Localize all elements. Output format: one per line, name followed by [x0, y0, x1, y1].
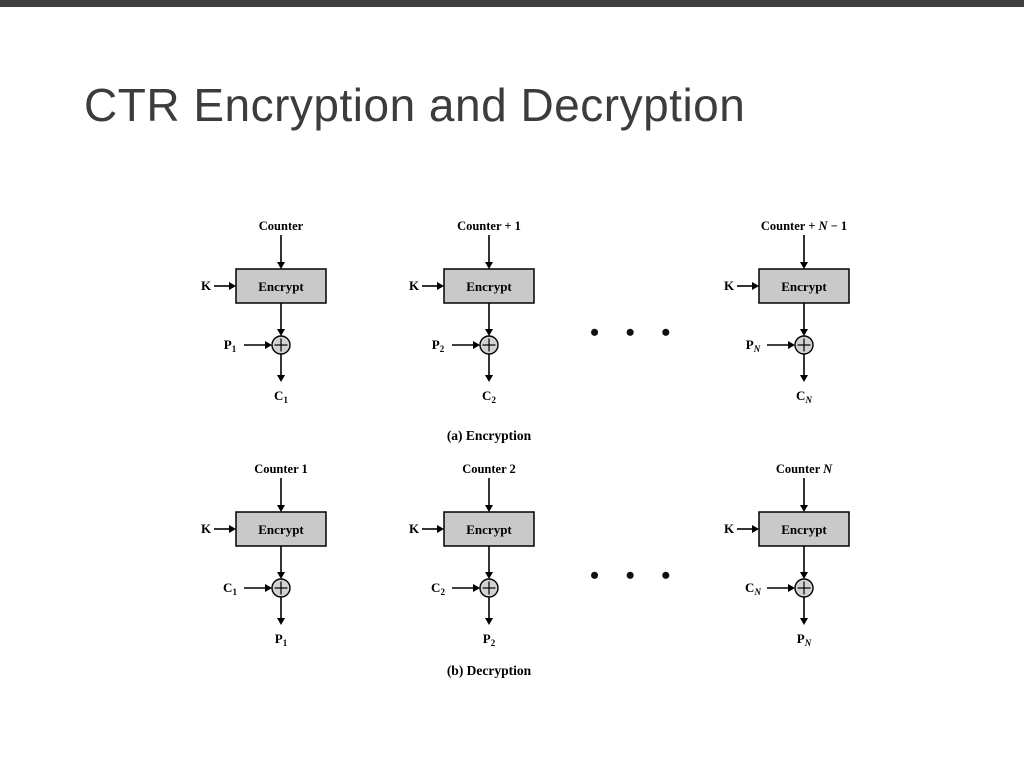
counter-label: Counter 2 — [462, 462, 516, 476]
input-label: CN — [745, 580, 761, 597]
output-label: C1 — [274, 388, 288, 405]
counter-label: Counter N — [776, 462, 833, 476]
input-label: P2 — [432, 337, 445, 354]
arrowhead — [800, 618, 808, 625]
arrowhead — [800, 329, 808, 336]
arrowhead — [485, 329, 493, 336]
output-label: C2 — [482, 388, 496, 405]
arrowhead — [485, 375, 493, 382]
ellipsis-decryption: • • • — [590, 561, 677, 590]
arrowhead — [437, 282, 444, 290]
arrowhead — [800, 262, 808, 269]
input-label: PN — [746, 337, 761, 354]
arrowhead — [752, 282, 759, 290]
input-label: C1 — [223, 580, 237, 597]
arrowhead — [229, 282, 236, 290]
arrowhead — [277, 618, 285, 625]
encrypt-label: Encrypt — [466, 522, 512, 537]
encrypt-label: Encrypt — [258, 522, 304, 537]
key-label: K — [201, 521, 212, 536]
key-label: K — [409, 278, 420, 293]
counter-label: Counter + N − 1 — [761, 219, 847, 233]
caption-decryption: (b) Decryption — [446, 663, 532, 678]
key-label: K — [201, 278, 212, 293]
top-bar — [0, 0, 1024, 7]
arrowhead — [473, 584, 480, 592]
counter-label: Counter + 1 — [457, 219, 521, 233]
counter-label: Counter — [259, 219, 304, 233]
encrypt-label: Encrypt — [781, 522, 827, 537]
ctr-unit-encryption-3: Counter + N − 1 Encrypt K PN CN — [724, 219, 850, 405]
arrowhead — [277, 329, 285, 336]
arrowhead — [800, 505, 808, 512]
ellipsis-encryption: • • • — [590, 318, 677, 347]
slide-title: CTR Encryption and Decryption — [84, 79, 746, 131]
input-label: P1 — [224, 337, 237, 354]
arrowhead — [473, 341, 480, 349]
arrowhead — [229, 525, 236, 533]
arrowhead — [277, 375, 285, 382]
encrypt-box — [235, 268, 327, 304]
arrowhead — [485, 505, 493, 512]
output-label: PN — [797, 631, 812, 648]
arrowhead — [485, 572, 493, 579]
ctr-unit-decryption-3: Counter N Encrypt K CN PN — [724, 462, 850, 648]
counter-label: Counter 1 — [254, 462, 308, 476]
encrypt-label: Encrypt — [258, 279, 304, 294]
arrowhead — [752, 525, 759, 533]
input-label: C2 — [431, 580, 445, 597]
encrypt-label: Encrypt — [466, 279, 512, 294]
arrowhead — [277, 572, 285, 579]
arrowhead — [485, 618, 493, 625]
caption-encryption: (a) Encryption — [446, 428, 532, 443]
key-label: K — [409, 521, 420, 536]
arrowhead — [265, 341, 272, 349]
arrowhead — [788, 341, 795, 349]
arrowhead — [277, 505, 285, 512]
encrypt-box — [758, 268, 850, 304]
key-label: K — [724, 521, 735, 536]
arrowhead — [800, 375, 808, 382]
encrypt-label: Encrypt — [781, 279, 827, 294]
arrowhead — [788, 584, 795, 592]
output-label: CN — [796, 388, 812, 405]
key-label: K — [724, 278, 735, 293]
output-label: P2 — [483, 631, 496, 648]
arrowhead — [277, 262, 285, 269]
arrowhead — [485, 262, 493, 269]
output-label: P1 — [275, 631, 288, 648]
arrowhead — [800, 572, 808, 579]
arrowhead — [437, 525, 444, 533]
arrowhead — [265, 584, 272, 592]
